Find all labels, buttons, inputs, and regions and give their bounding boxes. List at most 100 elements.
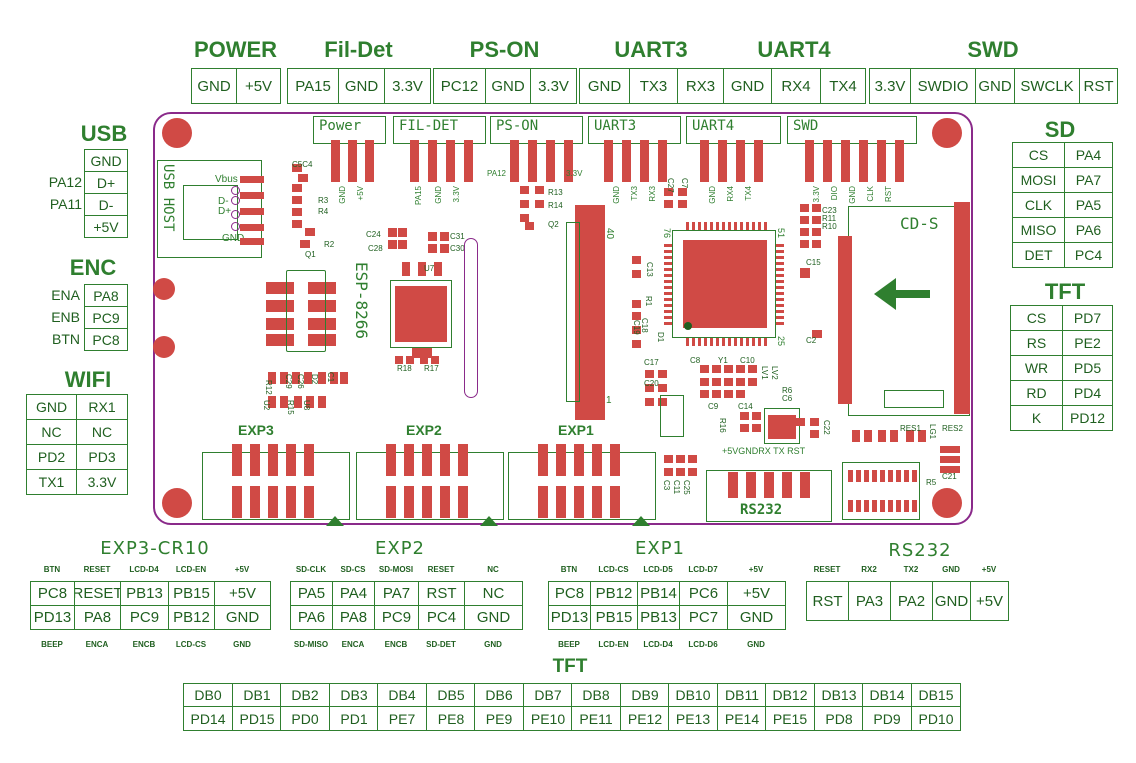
smd-pad [890, 430, 898, 442]
smd-pad [535, 186, 544, 194]
mcu-pin [776, 298, 784, 301]
tft-data-pin-cell: PD9 [862, 706, 912, 731]
component-label: R2 [324, 240, 335, 249]
component-label: C24 [366, 230, 381, 239]
pin-header-pad [904, 470, 909, 482]
smd-pad [420, 356, 428, 364]
exp2-pin-cell: PA8 [332, 605, 375, 630]
wifi-pin-cell: GND [26, 394, 77, 420]
exp3-bottom-label: ENCA [85, 640, 109, 649]
tft-side-pin-cell: PD5 [1062, 355, 1113, 381]
sd-socket-edge [954, 202, 970, 414]
exp2-pin-cell: PA5 [290, 581, 333, 606]
mcu-pin [664, 292, 672, 295]
smd-pad [632, 326, 641, 334]
mcu-pin [686, 338, 689, 346]
exp-pin-pad [232, 444, 242, 476]
component-label: R18 [397, 364, 412, 373]
tft-side-pin-cell: PD4 [1062, 380, 1113, 406]
board-header-label: SWD [793, 118, 819, 134]
mcu-pin [776, 268, 784, 271]
board-pin-label: GND [848, 186, 857, 204]
board-pin-label: 3.3V [566, 169, 583, 178]
usb-pin-cell: GND [84, 149, 128, 172]
exp2-title: EXP2 [374, 538, 425, 559]
header-pin-pad [331, 140, 340, 182]
fpc-connector [575, 205, 605, 420]
connector-pin-cell: PA15 [287, 68, 339, 104]
exp3-pin-cell: PB13 [120, 581, 169, 606]
exp3-title: EXP3-CR10 [100, 538, 210, 559]
exp-pin-pad [386, 486, 396, 518]
component-label: U7 [424, 264, 435, 273]
exp-pin-pad [574, 444, 584, 476]
header-pin-pad [348, 140, 357, 182]
mcu-pin [734, 222, 737, 230]
smd-pad [678, 188, 687, 196]
pin-header-pad [856, 500, 861, 512]
board-header-outline [787, 116, 917, 144]
mcu-pin [664, 286, 672, 289]
mcu-pin [686, 222, 689, 230]
mcu-pin [752, 222, 755, 230]
pin-header-pad [888, 500, 893, 512]
component-label: R12 [264, 380, 273, 395]
board-slot [464, 238, 478, 398]
mcu-pin [728, 222, 731, 230]
component-label: R10 [822, 222, 837, 231]
exp-pin-pad [556, 444, 566, 476]
pin-header-pad [888, 470, 893, 482]
tft-data-bit-cell: DB10 [668, 683, 718, 707]
exp1-top-label: LCD-D5 [643, 565, 673, 574]
board-pin-label: 3.3V [812, 186, 821, 203]
esp-pad [266, 300, 294, 312]
header-pin-pad [464, 140, 473, 182]
component-label: C26 [296, 374, 305, 389]
component-label: R4 [318, 207, 329, 216]
smd-pad [940, 466, 960, 473]
fpc-outline [566, 222, 580, 402]
exp1-title: EXP1 [634, 538, 685, 559]
exp3-pin-cell: PB12 [168, 605, 215, 630]
board-pin-label: GND [338, 186, 347, 204]
smd-pad [280, 396, 288, 408]
esp-outline [286, 270, 326, 352]
smd-pad [294, 396, 302, 408]
exp-pin-pad [574, 486, 584, 518]
enc-pin-cell: PC8 [84, 328, 128, 351]
header-pin-pad [823, 140, 832, 182]
esp-pad [308, 300, 336, 312]
tft-data-pin-cell: PE13 [668, 706, 718, 731]
wifi-pin-cell: NC [76, 419, 128, 445]
smd-pad [292, 208, 302, 216]
wifi-pin-cell: TX1 [26, 469, 77, 495]
smd-pad [645, 384, 654, 392]
component-label: C9 [708, 402, 719, 411]
smd-pad [736, 365, 745, 373]
smd-pad [292, 184, 302, 192]
rs232-pin-cell: +5V [970, 581, 1009, 621]
exp1-pin-cell: PB12 [590, 581, 638, 606]
mcu-pin [776, 292, 784, 295]
exp1-pin-cell: PD13 [548, 605, 591, 630]
exp-pin-pad [304, 444, 314, 476]
smd-pad [800, 240, 809, 248]
usb-host-pad [240, 176, 264, 183]
component-label: R17 [424, 364, 439, 373]
exp-pin-pad [422, 444, 432, 476]
smd-pad [810, 430, 819, 438]
mcu-pin [704, 338, 707, 346]
exp2-top-label: NC [487, 565, 499, 574]
sd-pin-cell: PA4 [1064, 142, 1113, 168]
tft-data-pin-cell: PE14 [717, 706, 767, 731]
smd-pad [428, 232, 437, 241]
exp1-bottom-label: LCD-D4 [643, 640, 673, 649]
exp-pin-pad [404, 486, 414, 518]
exp-pin-pad [458, 486, 468, 518]
smd-pad [688, 455, 697, 463]
exp-key-marker [632, 516, 650, 526]
tft-side-pin-cell: K [1010, 405, 1063, 431]
smd-pad [645, 398, 654, 406]
uart4-connector-title: UART4 [757, 37, 831, 62]
header-pin-pad [446, 140, 455, 182]
